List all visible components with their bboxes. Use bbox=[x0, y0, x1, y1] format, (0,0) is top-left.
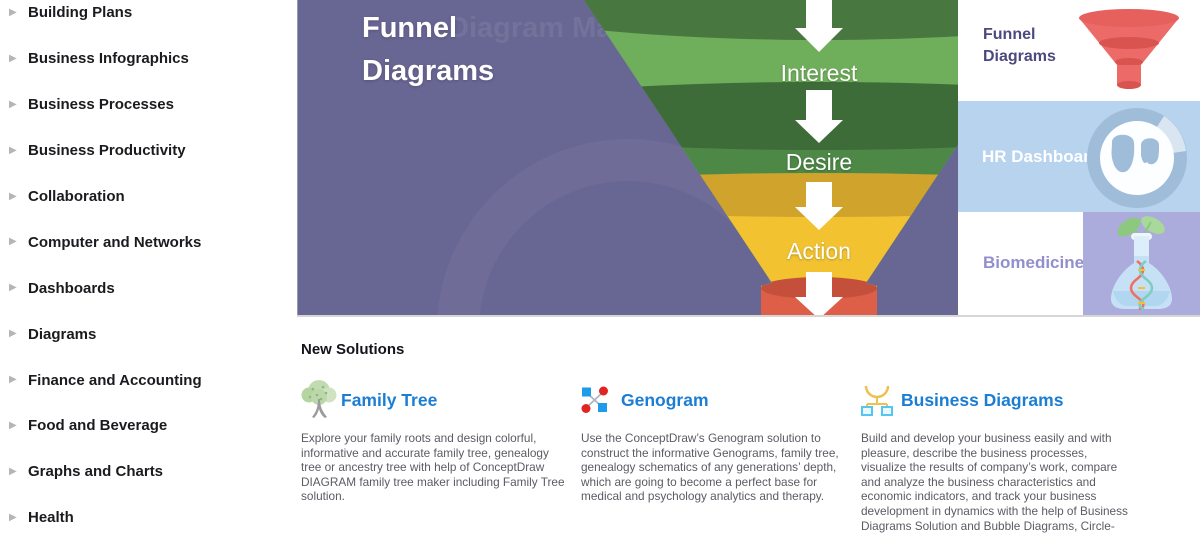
sidebar-item-business-infographics[interactable]: ▶ Business Infographics bbox=[0, 36, 297, 82]
sidebar-item-label: Building Plans bbox=[28, 4, 133, 22]
chevron-right-icon: ▶ bbox=[9, 190, 17, 202]
chevron-right-icon: ▶ bbox=[9, 98, 17, 110]
sidebar-item-food-and-beverage[interactable]: ▶ Food and Beverage bbox=[0, 403, 297, 449]
sidebar-item-diagrams[interactable]: ▶ Diagrams bbox=[0, 311, 297, 357]
sidebar-item-building-plans[interactable]: ▶ Building Plans bbox=[0, 0, 297, 36]
sidebar-item-label: Business Processes bbox=[28, 96, 174, 114]
chevron-right-icon: ▶ bbox=[9, 465, 17, 477]
solution-title-link[interactable]: Genogram bbox=[621, 389, 709, 410]
banner-funnel-diagrams[interactable]: Diagram Maker bbox=[297, 0, 958, 315]
solution-title-link[interactable]: Family Tree bbox=[341, 389, 438, 410]
chevron-right-icon: ▶ bbox=[9, 6, 17, 18]
sidebar-item-label: Business Productivity bbox=[28, 142, 186, 160]
funnel-stage-label: Interest bbox=[781, 60, 858, 86]
tile-biomedicine[interactable]: Biomedicine bbox=[958, 212, 1200, 315]
org-chart-icon bbox=[861, 383, 901, 417]
chevron-right-icon: ▶ bbox=[9, 511, 17, 523]
solution-description: Build and develop your business easily a… bbox=[861, 431, 1128, 535]
chevron-right-icon: ▶ bbox=[9, 328, 17, 340]
tile-label: Biomedicine bbox=[983, 253, 1085, 272]
sidebar-item-label: Computer and Networks bbox=[28, 233, 202, 251]
sidebar-item-label: Health bbox=[28, 509, 74, 527]
solution-title-link[interactable]: Business Diagrams bbox=[901, 389, 1064, 410]
sidebar-item-label: Finance and Accounting bbox=[28, 371, 202, 389]
tile-funnel-diagrams[interactable]: Funnel Diagrams bbox=[958, 0, 1200, 101]
chevron-right-icon: ▶ bbox=[9, 144, 17, 156]
funnel-stage-label: Desire bbox=[786, 149, 852, 175]
chevron-right-icon: ▶ bbox=[9, 52, 17, 64]
chevron-right-icon: ▶ bbox=[9, 419, 17, 431]
tile-biomedicine-icon-panel bbox=[1083, 212, 1200, 315]
hero-row: Diagram Maker bbox=[297, 0, 1200, 317]
sidebar-item-health[interactable]: ▶ Health bbox=[0, 495, 297, 535]
tile-label: Funnel Diagrams bbox=[983, 26, 1056, 65]
solution-family-tree: Family Tree Explore your family roots an… bbox=[301, 378, 573, 504]
sidebar-item-label: Collaboration bbox=[28, 188, 125, 205]
sidebar-item-graphs-and-charts[interactable]: ▶ Graphs and Charts bbox=[0, 449, 297, 495]
sidebar-item-dashboards[interactable]: ▶ Dashboards bbox=[0, 265, 297, 311]
solution-description: Explore your family roots and design col… bbox=[301, 431, 565, 504]
promo-tiles: Funnel Diagrams HR Dashboard bbox=[958, 0, 1200, 315]
sidebar: ▶ Building Plans ▶ Business Infographics ▶… bbox=[0, 0, 297, 535]
sidebar-item-label: Diagrams bbox=[28, 325, 97, 343]
flask-icon bbox=[1111, 216, 1172, 311]
banner-title-line2: Diagrams bbox=[362, 55, 495, 87]
solution-header: Genogram bbox=[581, 378, 853, 422]
new-solutions-heading: New Solutions bbox=[301, 341, 405, 358]
tree-icon bbox=[301, 379, 341, 421]
chevron-right-icon: ▶ bbox=[9, 374, 17, 386]
solution-description: Use the ConceptDraw’s Genogram solution … bbox=[581, 431, 839, 504]
solution-genogram: Genogram Use the ConceptDraw’s Genogram … bbox=[581, 378, 853, 504]
sidebar-list: ▶ Building Plans ▶ Business Infographics ▶… bbox=[0, 0, 297, 535]
tile-label: HR Dashboard bbox=[982, 147, 1101, 166]
sidebar-item-collaboration[interactable]: ▶ Collaboration bbox=[0, 174, 297, 220]
sidebar-item-computer-and-networks[interactable]: ▶ Computer and Networks bbox=[0, 219, 297, 265]
people-icon bbox=[1087, 108, 1187, 208]
genogram-icon bbox=[581, 386, 621, 414]
funnel-illustration: Interest Desire Action bbox=[437, 0, 958, 315]
chevron-right-icon: ▶ bbox=[9, 236, 17, 248]
sidebar-item-business-productivity[interactable]: ▶ Business Productivity bbox=[0, 128, 297, 174]
sidebar-item-label: Business Infographics bbox=[28, 50, 189, 68]
chevron-right-icon: ▶ bbox=[9, 282, 17, 294]
banner-title: Funnel Diagrams bbox=[362, 7, 494, 93]
sidebar-item-label: Graphs and Charts bbox=[28, 463, 164, 481]
sidebar-item-label: Food and Beverage bbox=[28, 417, 168, 435]
sidebar-item-finance-and-accounting[interactable]: ▶ Finance and Accounting bbox=[0, 357, 297, 403]
funnel-stage-label: Action bbox=[787, 238, 851, 264]
funnel-icon bbox=[1079, 9, 1179, 89]
down-arrow-icon bbox=[795, 0, 843, 315]
tile-hr-dashboard[interactable]: HR Dashboard bbox=[958, 101, 1200, 212]
banner-title-line1: Funnel bbox=[362, 12, 458, 44]
solution-business-diagrams: Business Diagrams Build and develop your… bbox=[861, 378, 1133, 535]
solution-header: Business Diagrams bbox=[861, 378, 1133, 422]
tile-biomedicine-label-panel: Biomedicine bbox=[958, 212, 1085, 315]
solution-header: Family Tree bbox=[301, 378, 573, 422]
sidebar-item-business-processes[interactable]: ▶ Business Processes bbox=[0, 82, 297, 128]
sidebar-item-label: Dashboards bbox=[28, 279, 115, 297]
